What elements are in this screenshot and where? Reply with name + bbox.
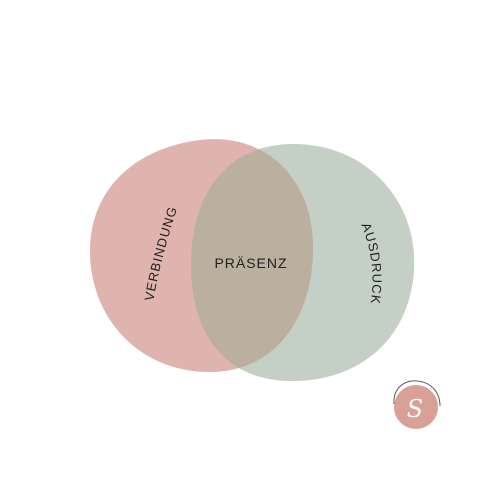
logo-outline-arc xyxy=(393,380,441,407)
brand-logo: S xyxy=(393,380,441,429)
intersection-label: PRÄSENZ xyxy=(214,255,287,271)
logo-glyph: S xyxy=(407,395,423,423)
logo-circle xyxy=(394,385,438,429)
venn-intersection xyxy=(190,143,314,372)
